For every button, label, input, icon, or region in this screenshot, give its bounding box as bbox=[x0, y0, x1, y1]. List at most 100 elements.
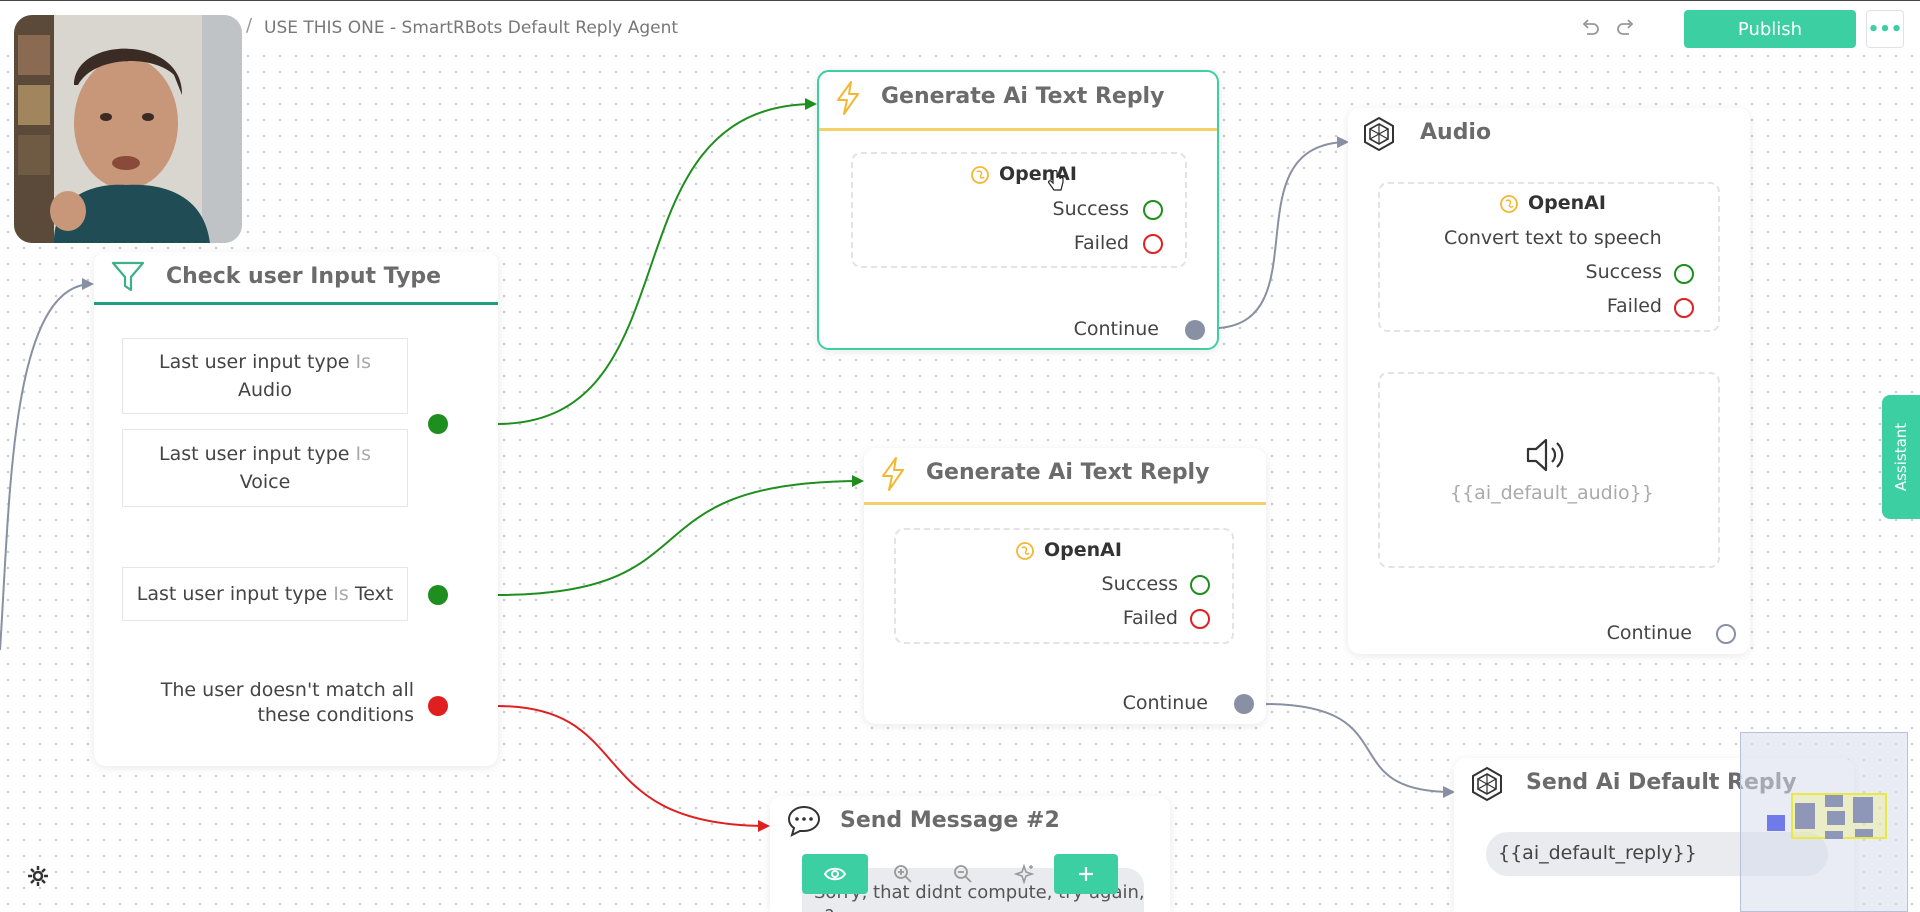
condition-value: Audio bbox=[237, 379, 292, 401]
condition-subject: Last user input type bbox=[158, 351, 350, 373]
failed-label: Failed bbox=[1606, 295, 1662, 317]
flow-title[interactable]: USE THIS ONE - SmartRBots Default Reply … bbox=[264, 18, 679, 38]
check-input-node[interactable]: Check user Input Type Last user input ty… bbox=[94, 252, 498, 766]
generate-ai-node-1[interactable]: Generate Ai Text Reply OpenAI Success Fa… bbox=[817, 70, 1219, 350]
cursor-icon bbox=[1048, 170, 1064, 191]
top-bar: / USE THIS ONE - SmartRBots Default Repl… bbox=[0, 0, 1920, 54]
continue-port[interactable] bbox=[1185, 320, 1205, 340]
continue-label: Continue bbox=[1606, 622, 1692, 644]
assistant-tab[interactable]: Assistant bbox=[1882, 395, 1920, 519]
success-label: Success bbox=[1585, 261, 1662, 283]
provider-label: OpenAI bbox=[1044, 539, 1122, 561]
node-header: Generate Ai Text Reply bbox=[864, 448, 1266, 506]
condition-value: Voice bbox=[239, 471, 291, 493]
failed-port[interactable] bbox=[1143, 234, 1163, 254]
fallback-line: The user doesn't match all bbox=[160, 679, 414, 701]
message-text-continued: x? bbox=[814, 906, 834, 912]
minimap-node bbox=[1767, 815, 1785, 831]
openai-icon bbox=[1472, 766, 1502, 802]
edge-gen2-to-default bbox=[1263, 703, 1455, 798]
plus-icon[interactable] bbox=[1054, 854, 1118, 894]
audio-node[interactable]: Audio OpenAI Convert text to speech Succ… bbox=[1348, 108, 1750, 654]
node-title: Check user Input Type bbox=[166, 264, 442, 289]
edge-text-to-gen2 bbox=[496, 475, 864, 596]
openai-action-box[interactable] bbox=[851, 152, 1187, 268]
openai-brain-icon bbox=[1016, 542, 1034, 560]
webcam-video bbox=[14, 15, 242, 243]
node-title: Generate Ai Text Reply bbox=[926, 460, 1210, 485]
edge-audio-to-gen1 bbox=[496, 98, 817, 425]
audio-variable: {{ai_default_audio}} bbox=[1450, 482, 1654, 504]
node-title: Audio bbox=[1420, 120, 1492, 145]
more-options-button[interactable]: ••• bbox=[1866, 10, 1904, 48]
failed-port[interactable] bbox=[1190, 609, 1210, 629]
minimap[interactable] bbox=[1740, 732, 1908, 912]
openai-action-box[interactable] bbox=[1378, 182, 1720, 332]
node-header: Check user Input Type bbox=[94, 252, 498, 310]
failed-label: Failed bbox=[1073, 232, 1129, 254]
undo-icon[interactable] bbox=[1578, 15, 1602, 39]
openai-action-box[interactable] bbox=[894, 528, 1234, 644]
canvas-toolbar bbox=[802, 854, 1118, 894]
minimap-node bbox=[1827, 811, 1845, 825]
failed-port[interactable] bbox=[1674, 298, 1694, 318]
success-port[interactable] bbox=[1143, 200, 1163, 220]
chat-icon bbox=[787, 805, 821, 837]
minimap-node bbox=[1795, 803, 1815, 829]
settings-gear-icon[interactable] bbox=[26, 864, 50, 888]
success-label: Success bbox=[1101, 573, 1178, 595]
generate-ai-node-2[interactable]: Generate Ai Text Reply OpenAI Success Fa… bbox=[864, 448, 1266, 724]
condition-subject: Last user input type bbox=[158, 443, 350, 465]
fallback-output-port[interactable] bbox=[428, 696, 448, 716]
minimap-node bbox=[1825, 795, 1843, 807]
continue-port[interactable] bbox=[1234, 694, 1254, 714]
eye-icon[interactable] bbox=[802, 854, 868, 894]
condition-op: Is bbox=[333, 583, 349, 605]
text-output-port[interactable] bbox=[428, 585, 448, 605]
message-text: {{ai_default_reply}} bbox=[1498, 842, 1697, 864]
minimap-node bbox=[1855, 829, 1873, 837]
condition-op: Is bbox=[355, 351, 372, 373]
bolt-icon bbox=[882, 457, 904, 491]
publish-button[interactable]: Publish bbox=[1684, 10, 1856, 48]
continue-label: Continue bbox=[1073, 318, 1159, 340]
continue-port[interactable] bbox=[1716, 624, 1736, 644]
fallback-label: The user doesn't match all these conditi… bbox=[161, 678, 414, 728]
zoom-in-icon[interactable] bbox=[876, 854, 930, 894]
header-divider bbox=[864, 502, 1266, 505]
audio-player-box[interactable] bbox=[1378, 372, 1720, 568]
fallback-line: these conditions bbox=[257, 704, 414, 726]
description-label: Convert text to speech bbox=[1444, 227, 1662, 249]
audio-voice-output-port[interactable] bbox=[428, 414, 448, 434]
condition-value: Text bbox=[354, 583, 394, 605]
minimap-node bbox=[1853, 797, 1873, 823]
provider-label: OpenAI bbox=[1528, 192, 1606, 214]
condition-text[interactable]: Last user input type Is Text bbox=[122, 567, 408, 621]
redo-icon[interactable] bbox=[1614, 15, 1638, 39]
failed-label: Failed bbox=[1122, 607, 1178, 629]
zoom-out-icon[interactable] bbox=[936, 854, 990, 894]
bolt-icon bbox=[837, 81, 859, 115]
speaker-icon[interactable] bbox=[1524, 436, 1570, 474]
edge-gen1-to-audio bbox=[1218, 136, 1349, 329]
continue-label: Continue bbox=[1122, 692, 1208, 714]
header-divider bbox=[819, 128, 1217, 131]
openai-icon bbox=[1364, 116, 1394, 152]
condition-subject: Last user input type bbox=[136, 583, 328, 605]
node-title: Generate Ai Text Reply bbox=[881, 84, 1165, 109]
edge-fallback-to-send2 bbox=[496, 705, 770, 832]
minimap-node bbox=[1825, 831, 1843, 839]
magic-icon[interactable] bbox=[998, 854, 1052, 894]
node-header: Audio bbox=[1348, 108, 1750, 166]
edge-left-to-check bbox=[0, 278, 94, 651]
success-port[interactable] bbox=[1674, 264, 1694, 284]
header-divider bbox=[94, 302, 498, 305]
node-title: Send Message #2 bbox=[840, 808, 1060, 833]
success-label: Success bbox=[1052, 198, 1129, 220]
provider-label: OpenAI bbox=[999, 163, 1077, 185]
breadcrumb-separator: / bbox=[246, 15, 253, 36]
success-port[interactable] bbox=[1190, 575, 1210, 595]
